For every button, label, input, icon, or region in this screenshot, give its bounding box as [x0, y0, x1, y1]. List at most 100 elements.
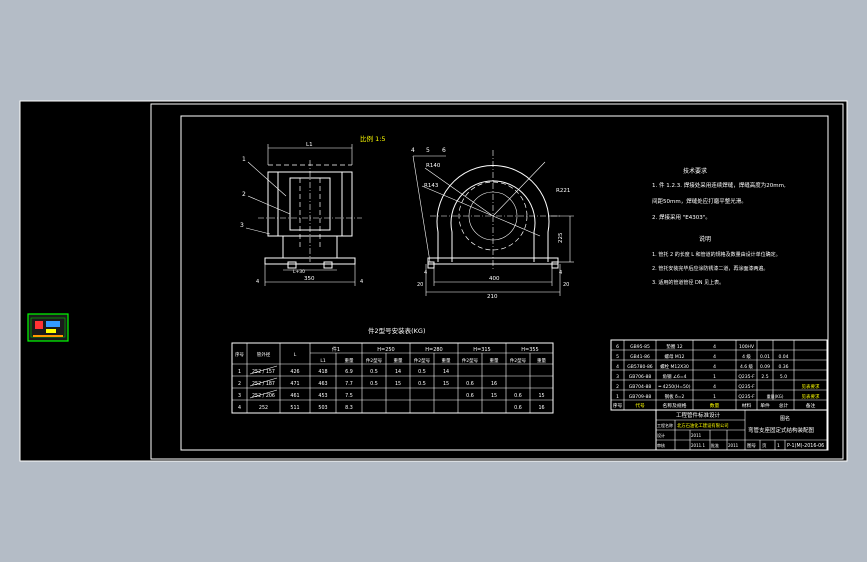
- title-project-value: 北方石油化工建设有限公司: [677, 422, 729, 429]
- param-table-cell: 3: [238, 393, 241, 399]
- bom-cell: Q235-F: [738, 384, 755, 390]
- bom-cell: GB41-86: [630, 354, 650, 360]
- bom-cell: 4.6 级: [740, 363, 754, 370]
- param-table-cell: 471: [290, 381, 299, 387]
- bom-header-cell: 序号: [613, 402, 623, 409]
- title-org: 工程管件标准设计: [676, 411, 721, 419]
- part-4-label: 4: [411, 147, 415, 154]
- param-col-header: 序号: [235, 351, 244, 358]
- bom-cell: 2.5: [761, 374, 768, 380]
- param-table-cell: 4: [238, 405, 241, 411]
- param-table-cell: 252 / 157: [252, 369, 275, 375]
- bom-header-cell: 备注: [806, 402, 816, 409]
- param-top-header: H=355: [521, 347, 539, 353]
- bom-cell: 4: [713, 344, 716, 350]
- part-3-label: 3: [240, 222, 244, 229]
- param-col-header: L: [294, 352, 297, 358]
- bom-cell: Q235-F: [738, 394, 755, 400]
- dim-350: 350: [304, 276, 315, 282]
- bom-cell: 6: [616, 344, 619, 350]
- title-row-1-label: 设计: [657, 432, 665, 438]
- bom-cell: 螺母 M12: [664, 353, 684, 360]
- dim-210: 210: [487, 294, 498, 300]
- param-table-cell: 0.6: [514, 405, 522, 411]
- side-view: 4 5 6 R140 R143 R221 225: [411, 147, 574, 300]
- bom-cell: 见表要求: [802, 393, 820, 400]
- bom-cell: GB95-85: [630, 344, 650, 350]
- bom-cell: 100HV: [739, 344, 755, 350]
- param-table-cell: 14: [443, 369, 449, 375]
- param-col-header: 件2型号: [366, 357, 383, 364]
- param-table-cell: 252 / 206: [252, 393, 275, 399]
- param-table-cell: 461: [290, 393, 299, 399]
- param-table-cell: 16: [491, 381, 497, 387]
- thumbnail-preview[interactable]: [27, 313, 69, 342]
- bom-cell: 3: [616, 374, 619, 380]
- param-table-cell: 503: [318, 405, 327, 411]
- param-table-cell: 15: [395, 381, 401, 387]
- param-table-cell: 8.3: [345, 405, 353, 411]
- dim-marker-side-left: 4: [424, 270, 427, 276]
- title-row-3-value: 2011: [728, 443, 739, 448]
- param-table-cell: 7.7: [345, 381, 353, 387]
- param-table-cell: 0.6: [514, 393, 522, 399]
- part-5-label: 5: [426, 147, 430, 154]
- title-row-3-label: 批准: [711, 442, 719, 448]
- param-table-cell: 463: [318, 381, 327, 387]
- param-top-header: H=250: [377, 347, 395, 353]
- bom-cell: Q235-F: [738, 374, 755, 380]
- title-sheet-label: 页: [762, 443, 767, 449]
- param-table-title: 件2型号安装表(KG): [368, 326, 426, 335]
- bom-cell: 4: [713, 354, 716, 360]
- param-col-header: 重量: [394, 357, 403, 364]
- param-col-header: 件2型号: [510, 357, 527, 364]
- notes-line-2: 2. 管托安装完毕后应涂防锈漆二道，再涂面漆两遍。: [652, 265, 768, 272]
- param-top-header: H=280: [425, 347, 443, 353]
- dim-r143: R143: [424, 183, 439, 189]
- bom-cell: 见表要求: [802, 383, 820, 390]
- bom-cell: GB5780-86: [627, 364, 653, 370]
- title-project-label: 工程名称: [657, 422, 673, 428]
- param-table-cell: 453: [318, 393, 327, 399]
- param-table-cell: 15: [538, 393, 544, 399]
- param-table-cell: 15: [491, 393, 497, 399]
- param-col-header: 重量: [345, 357, 354, 364]
- param-col-header: 件2型号: [414, 357, 431, 364]
- dim-marker-right: 4: [360, 279, 363, 285]
- bom-cell: 1: [616, 394, 619, 400]
- sheet-outer-border: [150, 103, 844, 460]
- dim-20-left: 20: [417, 282, 423, 288]
- param-table-cell: 0.6: [466, 381, 474, 387]
- dim-marker-left: 4: [256, 279, 259, 285]
- title-block: 工程管件标准设计 工程名称 北方石油化工建设有限公司 图名 弯管支座固定式结构装…: [655, 409, 828, 451]
- param-table-cell: 511: [290, 405, 299, 411]
- sheet-inner-border: [180, 115, 829, 451]
- bom-cell: 1: [713, 374, 716, 380]
- tech-title: 技术要求: [683, 167, 707, 175]
- title-drawing-label: 图名: [780, 415, 790, 422]
- bom-table: [610, 339, 828, 411]
- bom-weight-label: 重量(KG): [767, 393, 784, 399]
- bom-cell: ═ 4250(H=50): [658, 384, 691, 390]
- dim-r221: R221: [556, 188, 570, 194]
- bom-cell: 角钢 ∠6=4: [663, 373, 687, 380]
- bom-cell: 钢板 δ=2: [665, 393, 685, 400]
- title-sheet-value: 1: [777, 443, 780, 449]
- bom-cell: GB706-88: [629, 374, 652, 380]
- bom-cell: GB709-88: [629, 394, 652, 400]
- dim-marker-side-right: 4: [559, 270, 562, 276]
- bom-cell: 螺栓 M12X30: [660, 363, 689, 370]
- title-number-label: 图号: [747, 443, 756, 449]
- param-table-cell: 15: [443, 381, 449, 387]
- tech-requirements: 技术要求 1. 件 1.2.3. 焊接处采用连续焊缝，焊缝高度为20mm, 间距…: [652, 167, 786, 286]
- bom-header-cell: 数量: [710, 402, 720, 409]
- bom-header-cell: 总计: [779, 402, 789, 409]
- part-6-label: 6: [442, 147, 446, 154]
- bom-cell: 2: [616, 384, 619, 390]
- bom-cell: 0.09: [760, 364, 770, 370]
- bom-cell: 1: [713, 394, 716, 400]
- param-table-cell: 418: [318, 369, 327, 375]
- bom-cell: 5.0: [780, 374, 787, 380]
